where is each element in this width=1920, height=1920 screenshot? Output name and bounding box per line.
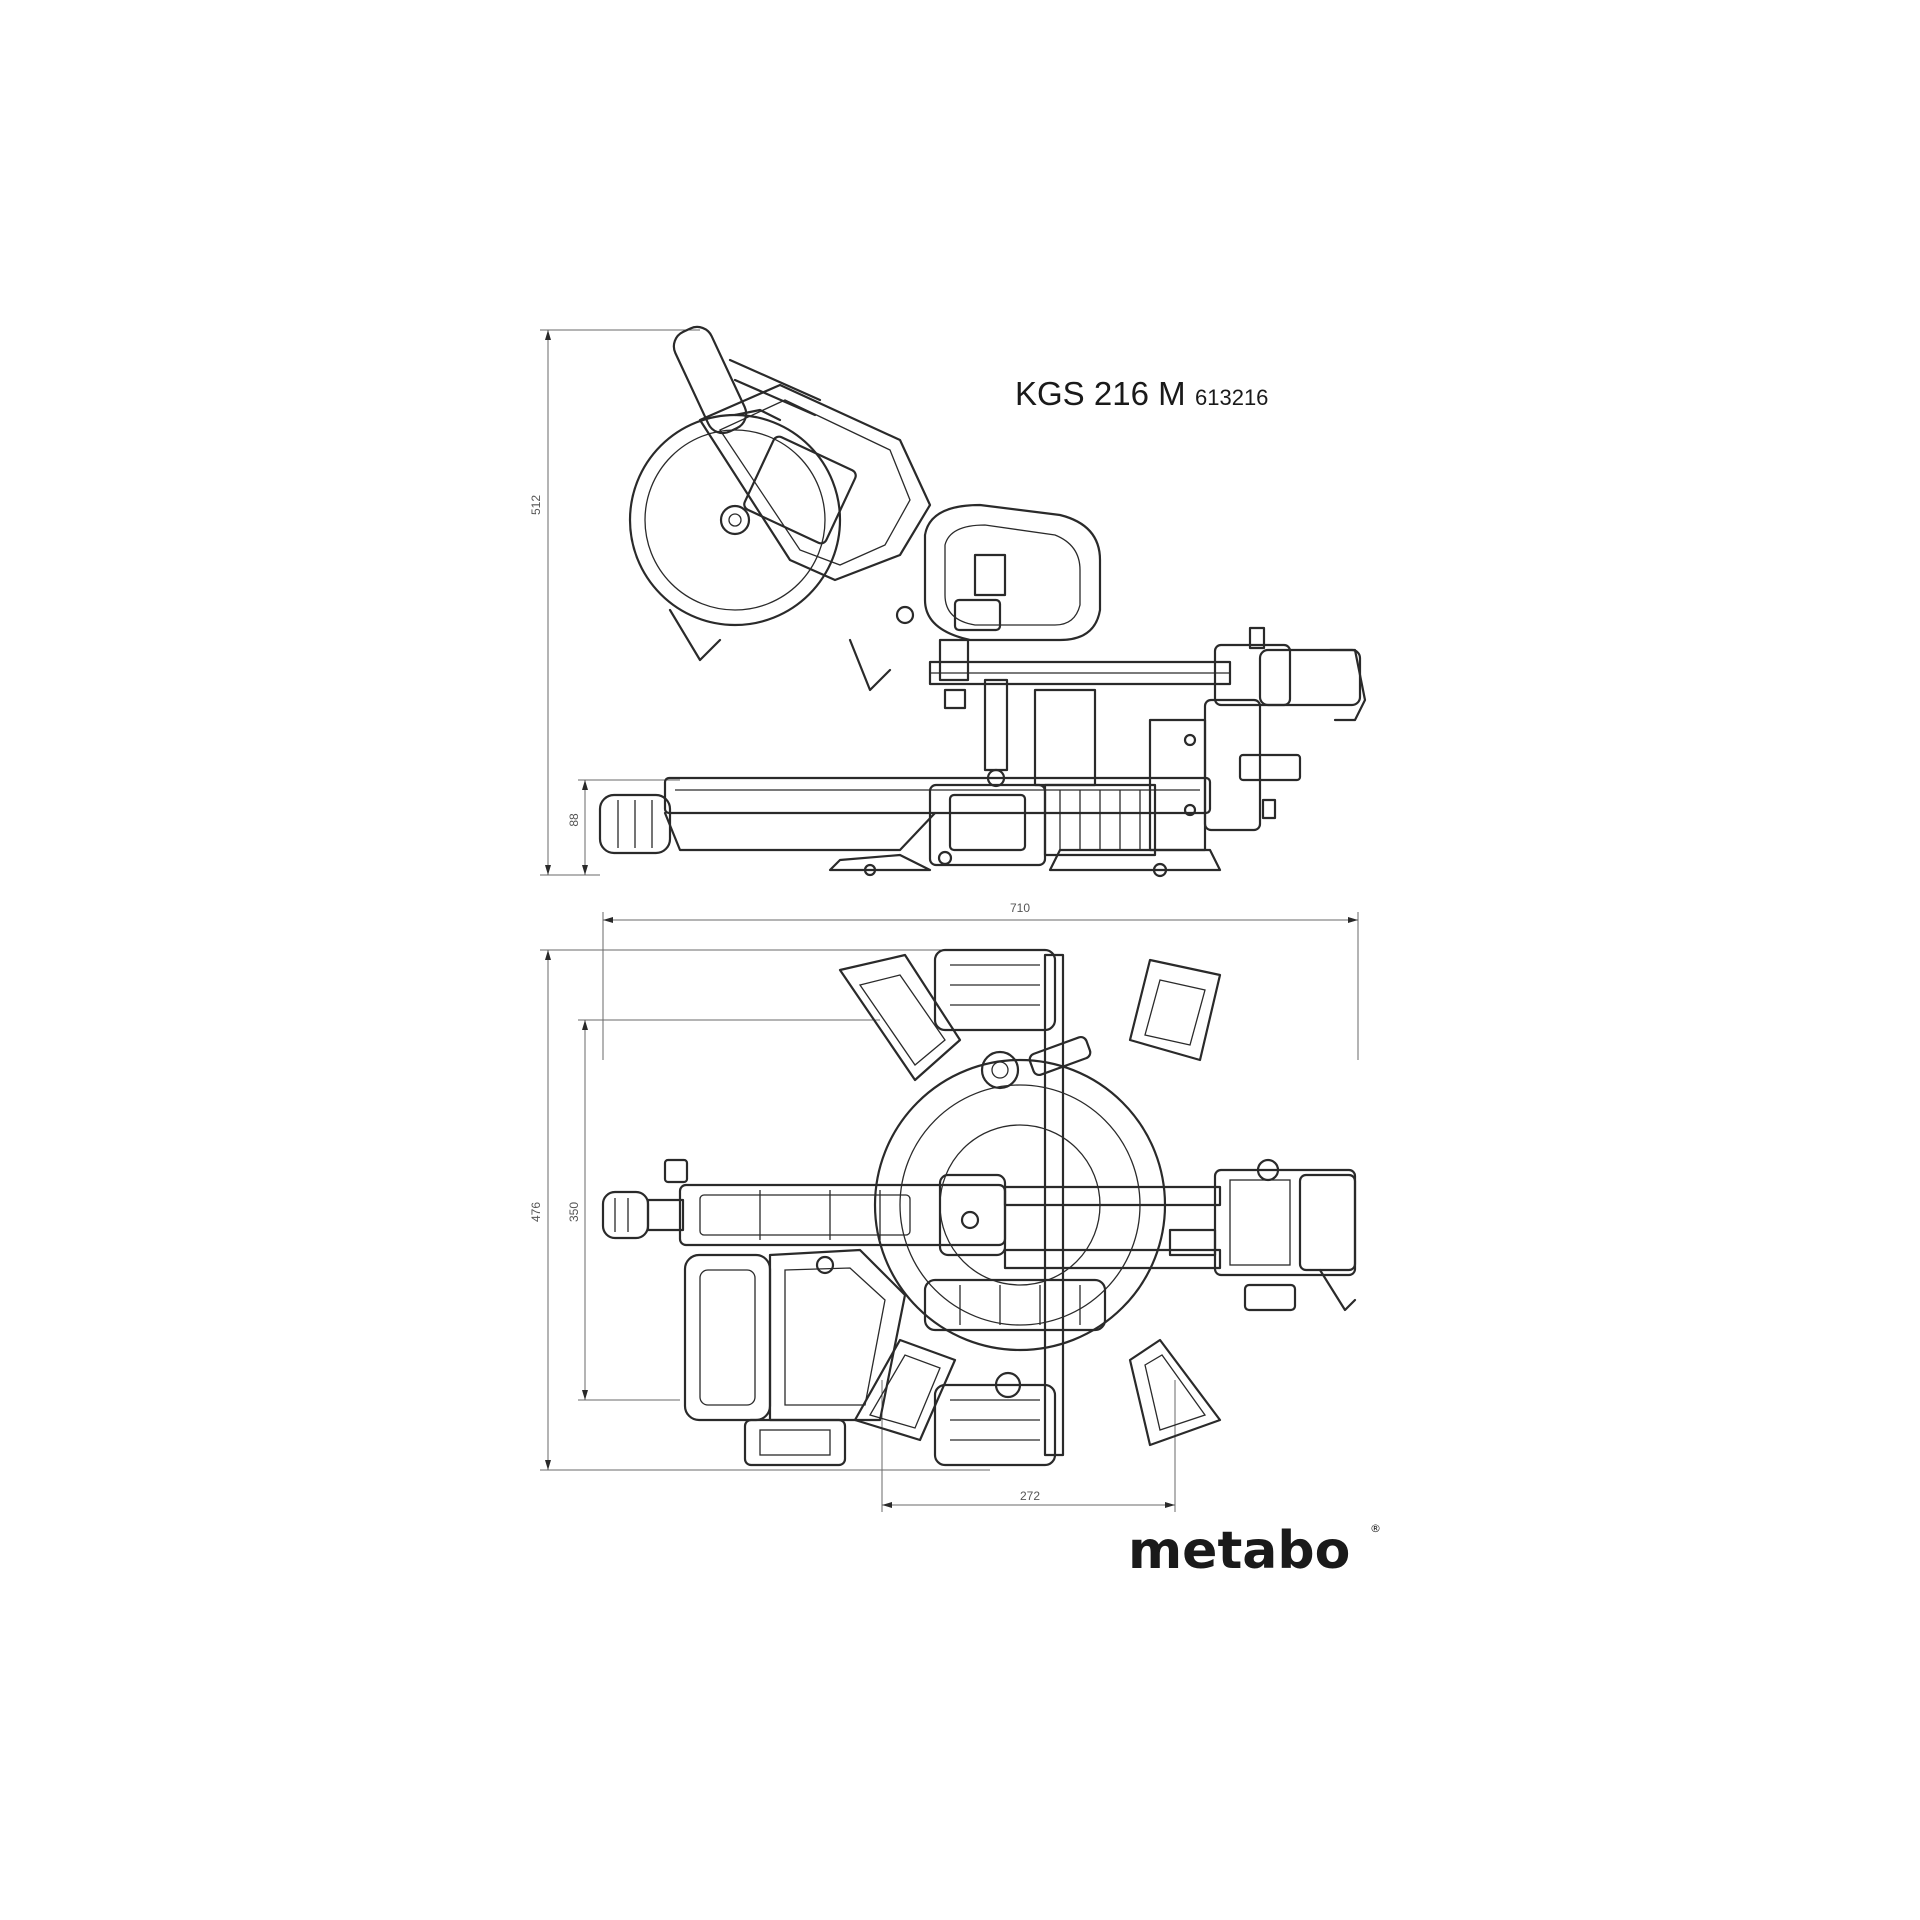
turntable [873,1035,1167,1399]
dim-label-table-depth: 350 [567,1202,581,1222]
side-view: 512 88 [529,325,1367,878]
top-handle-grip [923,1278,1107,1332]
brand-logo-text: metabo [1128,1521,1350,1581]
front-handle-side [598,793,672,855]
dimension-depth: 476 [529,949,990,1471]
dimension-base-height: 88 [567,779,680,875]
pivot-column [983,678,1262,852]
blade-guard [628,408,892,692]
dimension-table-depth: 350 [567,1019,880,1401]
registered-mark: ® [1370,1522,1381,1535]
dimension-height: 512 [529,329,700,876]
dim-label-height: 512 [529,495,543,515]
dimension-width: 710 [602,901,1359,1060]
dimension-base-width: 272 [881,1380,1176,1512]
top-view: 710 476 350 272 [529,901,1359,1512]
saw-base [663,776,1222,878]
front-handle-top [601,1158,689,1240]
motor-housing [923,503,1102,642]
dim-label-base-height: 88 [567,813,581,827]
metabo-logo: metabo ® [1128,1521,1381,1581]
dim-label-width: 710 [1010,901,1030,915]
arm-top-view [678,1173,1007,1257]
slide-rails [928,626,1367,820]
base-feet [838,953,1222,1447]
dim-label-base-width: 272 [1020,1489,1040,1503]
dim-label-depth: 476 [529,1202,543,1222]
slide-rails-top [1003,1158,1357,1312]
article-number: 613216 [1195,385,1268,410]
saw-arm [672,325,970,710]
model-name: KGS 216 M [1015,375,1186,412]
motor-housing-top [683,1248,907,1467]
fence-blocks [933,948,1065,1467]
